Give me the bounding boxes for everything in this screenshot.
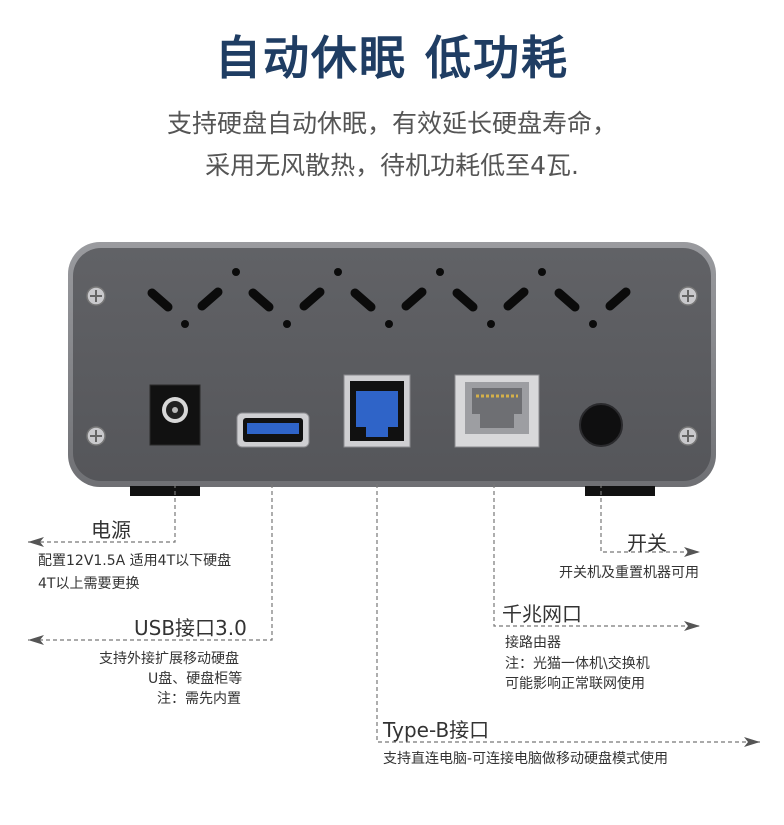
lan-desc-3: 可能影响正常联网使用 <box>505 676 645 692</box>
switch-desc-1: 开关机及重置机器可用 <box>559 565 699 581</box>
lan-desc-1: 接路由器 <box>505 635 561 651</box>
usb-a-port <box>236 412 310 448</box>
ethernet-port <box>454 374 540 448</box>
usb-label: USB接口3.0 <box>134 616 247 640</box>
switch-label: 开关 <box>627 531 667 555</box>
power-desc-2: 4T以上需要更换 <box>38 576 140 592</box>
screw-icon <box>678 286 698 306</box>
typeb-label: Type-B接口 <box>383 718 490 742</box>
usb-desc-2: U盘、硬盘柜等 <box>148 671 243 687</box>
subtitle-line-2: 采用无风散热，待机功耗低至4瓦. <box>205 151 579 180</box>
power-jack <box>149 384 201 446</box>
vent-slots <box>147 268 631 328</box>
right-foot <box>585 486 655 496</box>
screw-icon <box>86 426 106 446</box>
subtitle-line-1: 支持硬盘自动休眠，有效延长硬盘寿命， <box>166 109 617 138</box>
power-label: 电源 <box>91 518 131 542</box>
usb-desc-3: 注：需先内置 <box>157 691 241 707</box>
screw-icon <box>678 426 698 446</box>
screw-icon <box>86 286 106 306</box>
headline: 自动休眠 低功耗 <box>214 31 569 85</box>
type-b-port <box>343 374 411 448</box>
callout-lines <box>28 484 760 743</box>
lan-desc-2: 注：光猫一体机\交换机 <box>505 656 650 672</box>
left-foot <box>130 486 200 496</box>
usb-desc-1: 支持外接扩展移动硬盘 <box>99 651 239 667</box>
power-desc-1: 配置12V1.5A 适用4T以下硬盘 <box>38 553 232 569</box>
typeb-desc-1: 支持直连电脑-可连接电脑做移动硬盘模式使用 <box>383 751 669 767</box>
lan-label: 千兆网口 <box>502 602 582 626</box>
arrow-icon <box>28 537 760 747</box>
enclosure <box>68 242 716 496</box>
power-button <box>579 403 623 447</box>
